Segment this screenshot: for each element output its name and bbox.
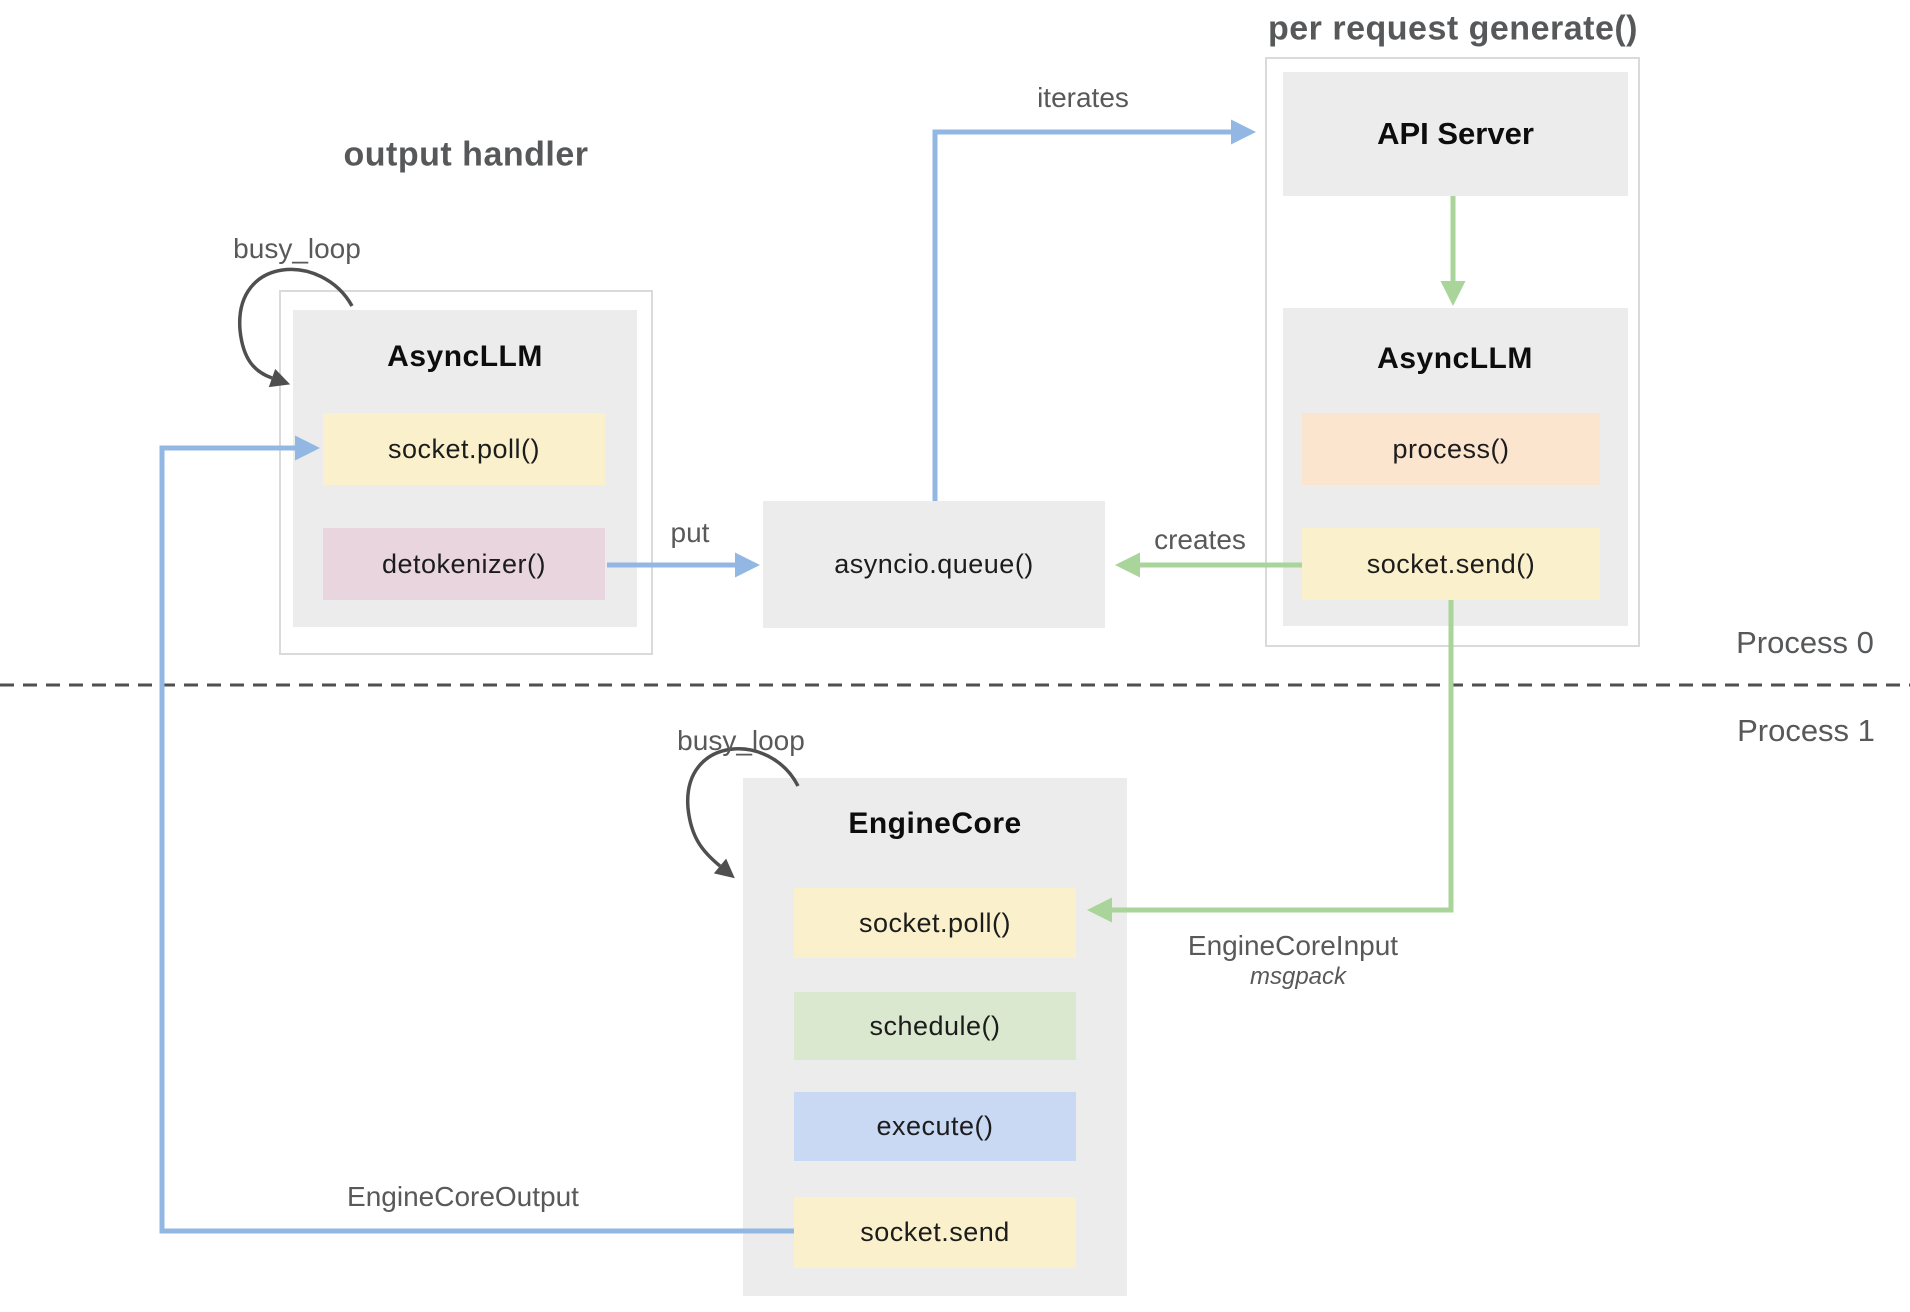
process-0-label: Process 0 — [1736, 625, 1874, 660]
asyncllm-right-title: AsyncLLM — [1377, 342, 1533, 375]
busy-loop-arc-left-icon — [238, 267, 354, 388]
method-detokenizer: detokenizer() — [323, 528, 605, 600]
arrow-enginecoreoutput — [159, 435, 794, 1234]
method-socket-poll-left-label: socket.poll() — [387, 433, 541, 464]
method-socket-poll-engine: socket.poll() — [794, 888, 1076, 958]
busy-loop-label-left: busy_loop — [233, 233, 361, 264]
method-socket-send-right-label: socket.send() — [1366, 548, 1536, 579]
method-schedule: schedule() — [794, 992, 1076, 1060]
method-socket-send-engine: socket.send — [794, 1197, 1076, 1268]
per-request-generate-title: per request generate() — [1268, 9, 1638, 48]
method-execute-label: execute() — [876, 1111, 994, 1141]
arrow-enginecoreinput — [1087, 600, 1454, 923]
asyncio-queue-label: asyncio.queue() — [834, 549, 1034, 579]
edge-label-put: put — [670, 517, 710, 548]
method-process: process() — [1302, 413, 1600, 485]
process-1-label: Process 1 — [1737, 713, 1875, 748]
edge-label-creates: creates — [1154, 524, 1246, 555]
asyncio-queue-box: asyncio.queue() — [763, 501, 1105, 628]
asyncllm-left-title: AsyncLLM — [387, 340, 543, 373]
edge-label-enginecoreoutput: EngineCoreOutput — [347, 1181, 579, 1212]
api-server-label: API Server — [1377, 116, 1534, 151]
method-detokenizer-label: detokenizer() — [381, 548, 547, 579]
method-execute: execute() — [794, 1092, 1076, 1161]
method-socket-poll-left: socket.poll() — [323, 413, 605, 485]
method-process-label: process() — [1392, 433, 1510, 464]
method-socket-poll-engine-label: socket.poll() — [858, 907, 1012, 938]
edge-label-enginecoreinput: EngineCoreInput — [1187, 930, 1399, 961]
arrow-iterates — [932, 119, 1256, 501]
busy-loop-label-engine: busy_loop — [677, 725, 805, 756]
edge-label-msgpack: msgpack — [1249, 963, 1347, 990]
method-schedule-label: schedule() — [869, 1010, 1001, 1041]
enginecore-title: EngineCore — [848, 807, 1022, 840]
edge-label-iterates: iterates — [1037, 82, 1129, 113]
method-socket-send-engine-label: socket.send — [860, 1217, 1010, 1247]
output-handler-title: output handler — [343, 135, 589, 174]
method-socket-send-right: socket.send() — [1302, 528, 1600, 600]
api-server-box: API Server — [1283, 72, 1628, 196]
busy-loop-arc-engine-icon — [686, 747, 800, 879]
